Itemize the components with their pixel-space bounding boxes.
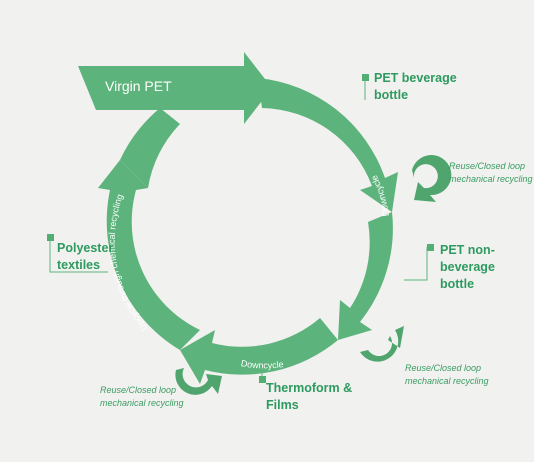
node-label: Polyester textiles	[57, 241, 114, 272]
flow-label-downcycle-bottom: Downcycle	[240, 358, 284, 370]
reuse-note-bottom-right: Reuse/Closed loop mechanical recycling	[405, 363, 489, 386]
node-pet-beverage: PET beverage bottle	[362, 70, 457, 104]
leader-lines	[49, 75, 428, 382]
leader-pet-non-beverage	[404, 247, 428, 281]
node-label: PET non-beverage bottle	[440, 243, 495, 291]
arrow-segments	[78, 52, 398, 384]
arrow-segment-beverage	[258, 78, 398, 212]
node-pet-non-beverage: PET non-beverage bottle	[427, 242, 534, 293]
leader-thermoform	[261, 361, 280, 382]
reuse-note-bottom-left: Reuse/Closed loop mechanical recycling	[100, 385, 184, 408]
node-thermoform: Thermoform & Films	[259, 376, 353, 414]
reuse-loop-arrow-top-right	[412, 155, 452, 202]
node-marker	[47, 234, 54, 241]
node-label: Thermoform & Films	[266, 381, 353, 412]
reuse-loop-arrow-bottom-right	[360, 326, 404, 362]
node-marker	[259, 376, 266, 383]
arrow-segment-virgin-connector	[120, 108, 180, 188]
reuse-note-top-right: Reuse/Closed loop mechanical recycling	[449, 161, 533, 184]
reuse-loops	[175, 155, 452, 395]
node-polyester: Polyester textiles	[47, 234, 114, 274]
leader-polyester	[49, 238, 108, 273]
reuse-loop-arrow-bottom-left	[175, 368, 222, 395]
node-marker	[427, 244, 434, 251]
arrow-segment-downcycle-bottom	[180, 318, 338, 384]
virgin-pet-label: Virgin PET	[105, 78, 172, 94]
virgin-pet-arrow	[78, 52, 272, 124]
node-label: PET beverage bottle	[374, 71, 457, 102]
arrow-segment-upcycle	[98, 160, 200, 350]
arrow-segment-downcycle-right	[338, 212, 393, 340]
node-marker	[362, 74, 369, 81]
